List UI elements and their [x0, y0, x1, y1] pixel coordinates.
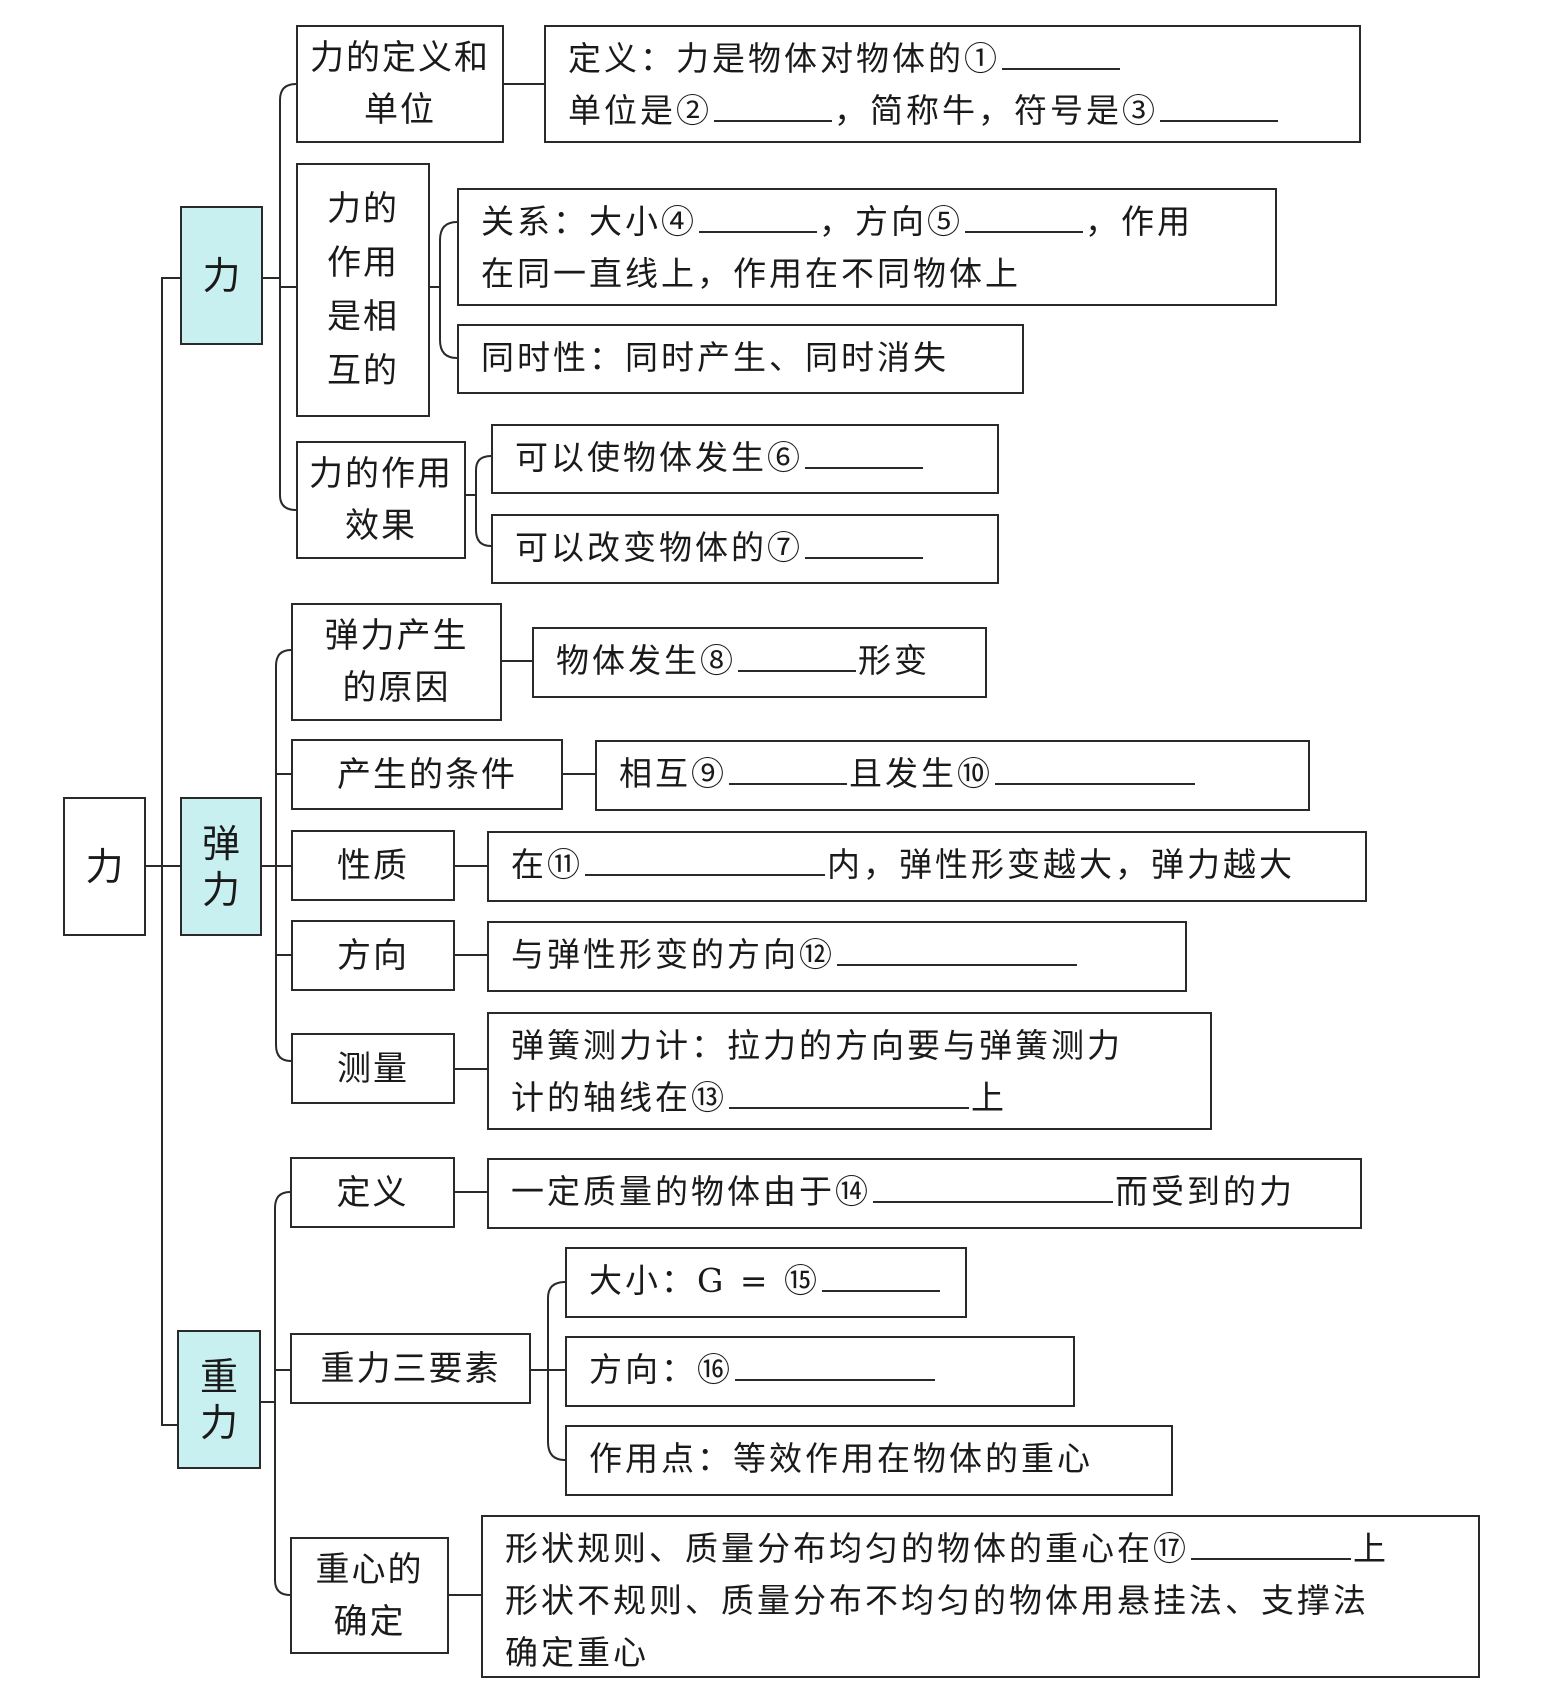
- elastic-property-node: 性质: [291, 830, 455, 901]
- gravity-direction-content: 方向：⑯: [565, 1336, 1075, 1407]
- gravity-point-text: 作用点：等效作用在物体的重心: [589, 1439, 1093, 1478]
- blank-2: [714, 86, 832, 122]
- elastic-measure-content: 弹簧测力计：拉力的方向要与弹簧测力 计的轴线在⑬ 上: [487, 1012, 1212, 1130]
- blank-3: [1160, 86, 1278, 122]
- blank-11: [585, 840, 825, 876]
- elastic-direction-node: 方向: [291, 920, 455, 991]
- center-text-line3: 确定重心: [505, 1633, 649, 1672]
- measure-text-line1: 弹簧测力计：拉力的方向要与弹簧测力: [511, 1026, 1123, 1065]
- force-simultaneity-content: 同时性：同时产生、同时消失: [457, 324, 1024, 394]
- gravity-size-content: 大小：G = ⑮: [565, 1247, 967, 1318]
- center-text-line2: 形状不规则、质量分布不均匀的物体用悬挂法、支撑法: [505, 1581, 1369, 1620]
- blank-12: [837, 930, 1077, 966]
- effect-text-1: 可以使物体发生⑥: [515, 438, 803, 477]
- simultaneity-text: 同时性：同时产生、同时消失: [481, 338, 949, 377]
- relation-text-line2: 在同一直线上，作用在不同物体上: [481, 254, 1021, 293]
- category-elastic-label: 弹力: [201, 821, 240, 912]
- blank-10: [995, 749, 1195, 785]
- blank-1: [1002, 34, 1120, 70]
- relation-text-a: 关系：大小④: [481, 202, 697, 241]
- force-unit-text-b: ，简称牛，符号是③: [834, 91, 1158, 130]
- blank-5: [965, 197, 1083, 233]
- force-definition-node: 力的定义和单位: [296, 25, 504, 143]
- gravity-definition-label: 定义: [336, 1172, 409, 1213]
- blank-4: [699, 197, 817, 233]
- elastic-condition-label: 产生的条件: [337, 754, 517, 795]
- blank-17: [1191, 1524, 1351, 1560]
- gravity-direction-text: 方向：⑯: [589, 1350, 733, 1389]
- elastic-property-content: 在⑪ 内，弹性形变越大，弹力越大: [487, 831, 1367, 902]
- force-relation-content: 关系：大小④ ，方向⑤ ，作用 在同一直线上，作用在不同物体上: [457, 188, 1277, 306]
- cause-text-b: 形变: [858, 641, 930, 680]
- blank-7: [805, 523, 923, 559]
- blank-14: [873, 1167, 1113, 1203]
- property-text-b: 内，弹性形变越大，弹力越大: [827, 845, 1295, 884]
- direction-text: 与弹性形变的方向⑫: [511, 935, 835, 974]
- blank-16: [735, 1345, 935, 1381]
- elastic-property-label: 性质: [337, 845, 409, 886]
- relation-text-b: ，方向⑤: [819, 202, 963, 241]
- gravity-definition-content: 一定质量的物体由于⑭ 而受到的力: [487, 1158, 1362, 1229]
- force-definition-label: 力的定义和单位: [310, 38, 490, 130]
- blank-6: [805, 433, 923, 469]
- category-force: 力: [180, 206, 263, 345]
- elastic-condition-node: 产生的条件: [291, 739, 563, 810]
- gravity-point-content: 作用点：等效作用在物体的重心: [565, 1425, 1173, 1496]
- category-elastic: 弹力: [180, 797, 262, 936]
- force-effect-label: 力的作用效果: [308, 454, 453, 546]
- category-gravity: 重力: [177, 1330, 261, 1469]
- cause-text-a: 物体发生⑧: [556, 641, 736, 680]
- category-force-label: 力: [202, 253, 241, 298]
- elastic-cause-node: 弹力产生的原因: [291, 603, 502, 721]
- root-node: 力: [63, 797, 146, 936]
- category-gravity-label: 重力: [199, 1354, 238, 1445]
- center-text-b: 上: [1353, 1529, 1389, 1568]
- gravity-center-node: 重心的确定: [290, 1537, 449, 1654]
- condition-text-a: 相互⑨: [619, 754, 727, 793]
- elastic-measure-node: 测量: [291, 1033, 455, 1104]
- gravity-elements-node: 重力三要素: [290, 1333, 531, 1404]
- force-mutual-label: 力的作用是相互的: [327, 189, 399, 391]
- force-effect-item-1: 可以使物体发生⑥: [491, 424, 999, 494]
- force-effect-node: 力的作用效果: [296, 441, 466, 559]
- elastic-direction-label: 方向: [337, 935, 409, 976]
- force-definition-content: 定义：力是物体对物体的① 单位是② ，简称牛，符号是③: [544, 25, 1361, 143]
- elastic-cause-label: 弹力产生的原因: [324, 616, 469, 708]
- gravity-center-content: 形状规则、质量分布均匀的物体的重心在⑰ 上 形状不规则、质量分布不均匀的物体用悬挂…: [481, 1515, 1480, 1678]
- force-definition-text: 定义：力是物体对物体的①: [568, 39, 1000, 78]
- gravity-definition-node: 定义: [290, 1157, 455, 1228]
- effect-text-2: 可以改变物体的⑦: [515, 528, 803, 567]
- blank-13: [729, 1073, 969, 1109]
- elastic-measure-label: 测量: [337, 1048, 409, 1089]
- force-effect-item-2: 可以改变物体的⑦: [491, 514, 999, 584]
- gravity-definition-text-b: 而受到的力: [1115, 1172, 1295, 1211]
- elastic-cause-content: 物体发生⑧ 形变: [532, 627, 987, 698]
- force-mutual-node: 力的作用是相互的: [296, 163, 430, 417]
- gravity-size-text: 大小：G = ⑮: [589, 1261, 820, 1300]
- gravity-definition-text-a: 一定质量的物体由于⑭: [511, 1172, 871, 1211]
- condition-text-b: 且发生⑩: [849, 754, 993, 793]
- force-unit-text: 单位是②: [568, 91, 712, 130]
- blank-8: [738, 636, 856, 672]
- relation-text-c: ，作用: [1085, 202, 1193, 241]
- elastic-condition-content: 相互⑨ 且发生⑩: [595, 740, 1310, 811]
- property-text-a: 在⑪: [511, 845, 583, 884]
- blank-15: [822, 1256, 940, 1292]
- measure-text-a: 计的轴线在⑬: [511, 1078, 727, 1117]
- gravity-elements-label: 重力三要素: [320, 1348, 501, 1389]
- blank-9: [729, 749, 847, 785]
- measure-text-b: 上: [971, 1078, 1007, 1117]
- elastic-direction-content: 与弹性形变的方向⑫: [487, 921, 1187, 992]
- center-text-a: 形状规则、质量分布均匀的物体的重心在⑰: [505, 1529, 1189, 1568]
- root-label: 力: [85, 844, 124, 889]
- gravity-center-label: 重心的确定: [315, 1549, 424, 1642]
